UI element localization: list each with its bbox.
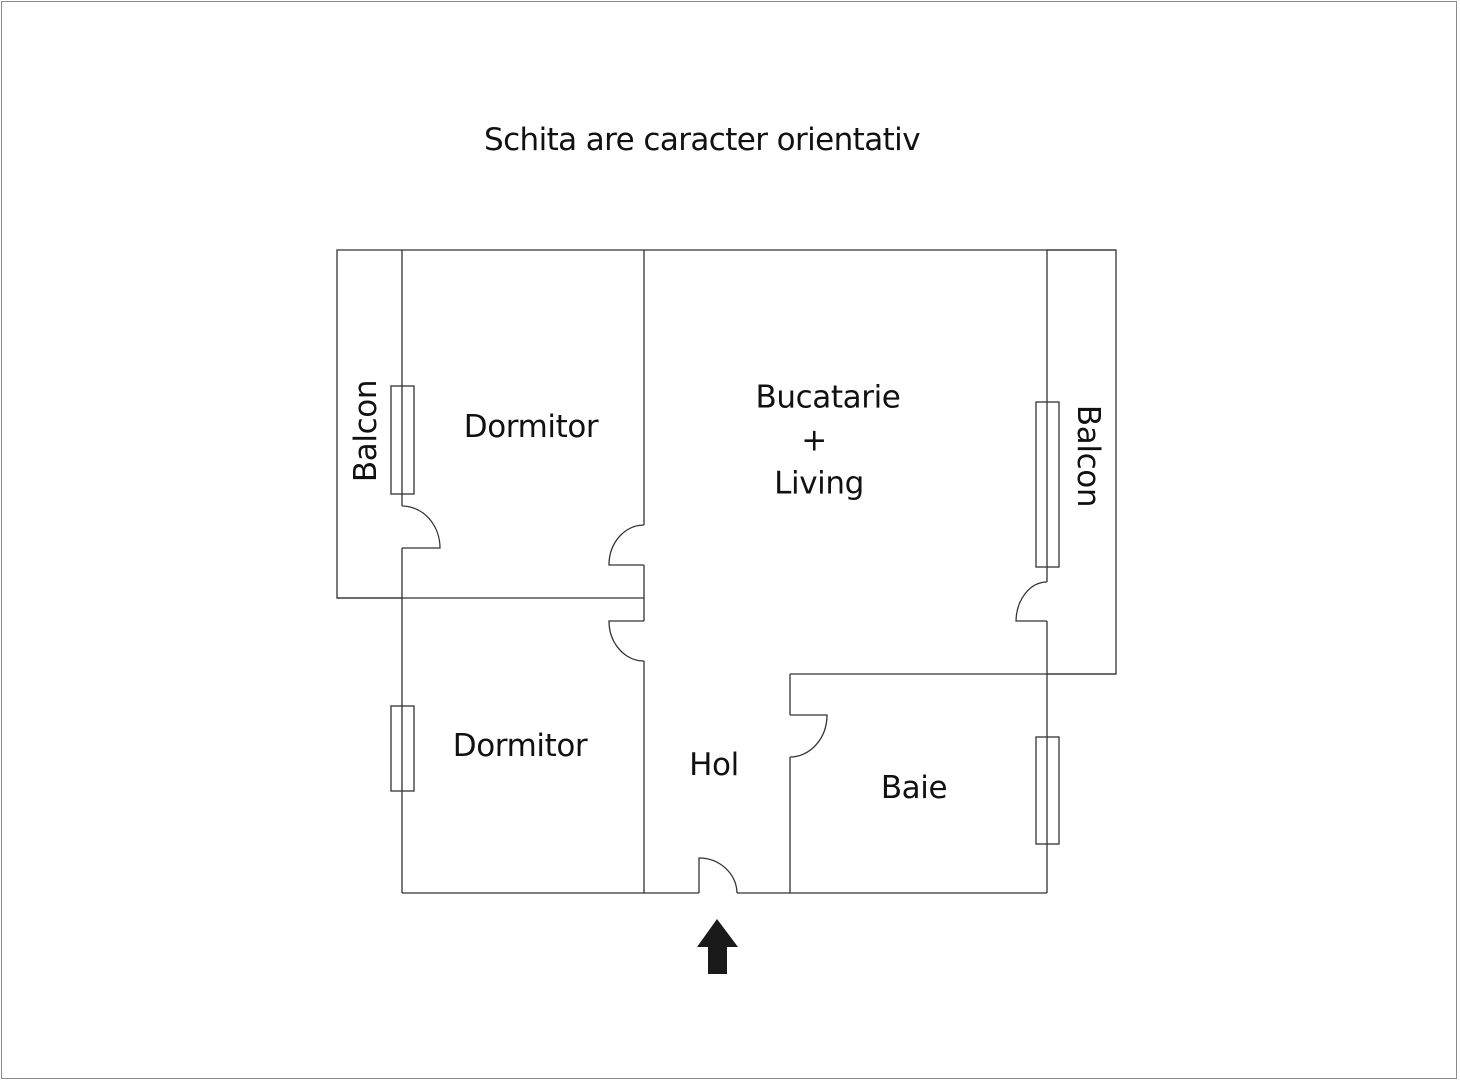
room-label-baie: Baie: [880, 770, 948, 806]
room-label-dormitor-bottom: Dormitor: [452, 728, 588, 764]
window-right-balcony: [1035, 401, 1060, 568]
right-balcony-door: [1015, 581, 1048, 622]
left-balcony-door: [401, 505, 441, 549]
plan-title: Schita are caracter orientativ: [484, 122, 921, 158]
dormitor-bottom-door: [608, 620, 645, 662]
dormitor-top-door: [608, 524, 645, 566]
window-dormitor-bottom: [390, 705, 415, 792]
window-left-balcony: [390, 385, 415, 495]
room-label-dormitor-top: Dormitor: [463, 409, 599, 445]
room-label-living: Living: [774, 465, 864, 502]
baie-door: [789, 714, 828, 758]
arrow-up-icon: [697, 919, 738, 974]
room-label-balcon-left: Balcon: [348, 379, 384, 483]
room-label-bucatarie: Bucatarie: [755, 379, 901, 416]
window-baie: [1035, 736, 1060, 845]
room-label-plus: +: [801, 422, 827, 459]
room-label-hol: Hol: [689, 747, 739, 783]
room-label-bucatarie-living: Bucatarie + Living: [738, 377, 901, 506]
room-label-balcon-right: Balcon: [1070, 404, 1106, 508]
entrance-door: [698, 857, 738, 894]
